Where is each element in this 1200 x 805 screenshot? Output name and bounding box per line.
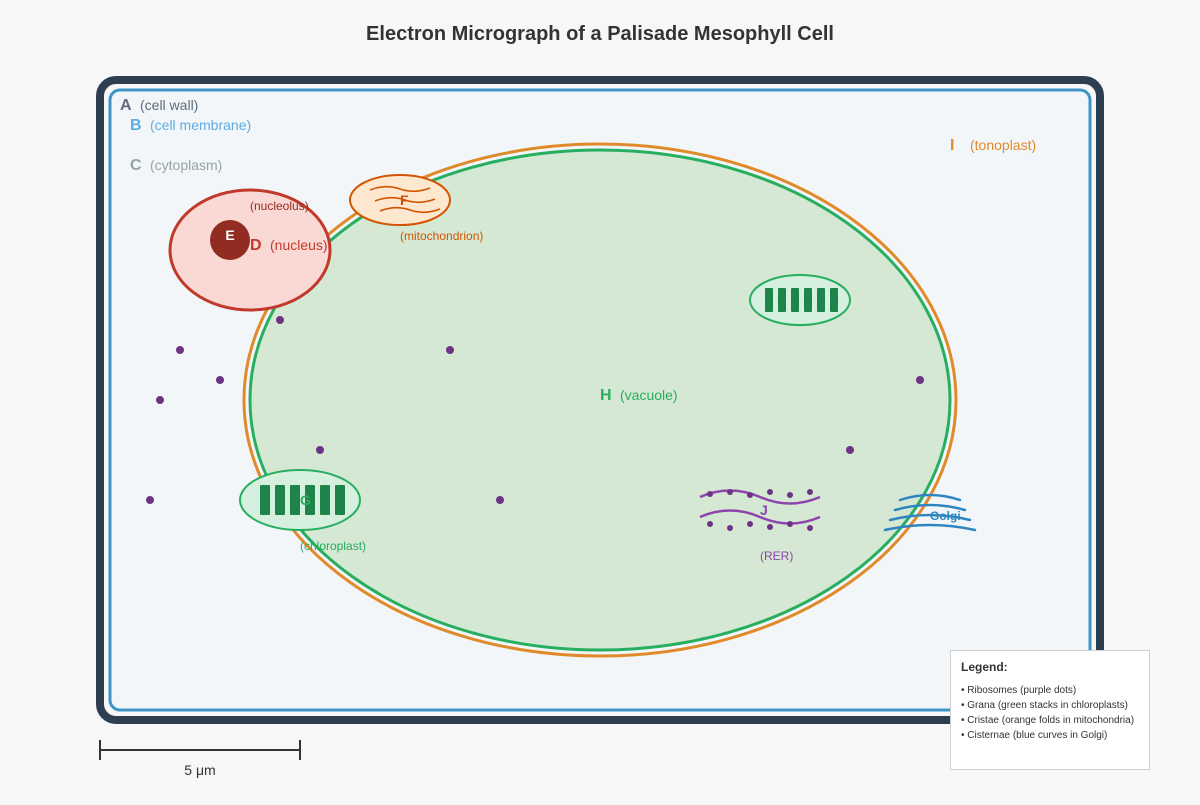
label-i-name: (tonoplast) [970, 137, 1036, 153]
nucleolus [210, 220, 250, 260]
free-ribosomes [146, 316, 924, 504]
label-d-letter: D [250, 237, 262, 254]
scale-bar [99, 740, 301, 760]
label-b-letter: B [130, 117, 142, 134]
label-a-letter: A [120, 97, 132, 114]
legend-box: Legend: • Ribosomes (purple dots) • Gran… [950, 650, 1150, 770]
label-h-name: (vacuole) [620, 387, 678, 403]
chloroplast-grana [260, 485, 345, 515]
label-e-name: (nucleolus) [250, 199, 309, 213]
legend-item-cristae: • Cristae (orange folds in mitochondria) [961, 715, 1135, 726]
legend-item-grana: • Grana (green stacks in chloroplasts) [961, 700, 1128, 711]
rough-er [699, 489, 821, 531]
label-f-name: (mitochondrion) [400, 229, 483, 243]
cell-wall [96, 76, 1104, 724]
legend-item-cisternae: • Cisternae (blue curves in Golgi) [961, 730, 1108, 741]
label-f-letter: F [400, 192, 409, 208]
vacuole [248, 148, 952, 652]
label-d-name: (nucleus) [270, 237, 328, 253]
label-i-letter: I [950, 137, 954, 154]
mitochondrion-cristae [369, 185, 441, 214]
chloroplast-grana [765, 288, 838, 312]
rer-ribosomes [707, 489, 813, 531]
chloroplast-secondary [749, 274, 851, 326]
label-j-name: (RER) [760, 549, 793, 563]
label-a-name: (cell wall) [140, 97, 198, 113]
scale-bar-label: 5 μm [184, 762, 215, 778]
label-c-name: (cytoplasm) [150, 157, 222, 173]
label-golgi: Golgi [930, 509, 961, 523]
label-g-letter: G [300, 492, 311, 508]
label-h-letter: H [600, 387, 612, 404]
legend-title: Legend: [961, 660, 1008, 674]
diagram-title: Electron Micrograph of a Palisade Mesoph… [366, 23, 834, 45]
nucleus [168, 188, 332, 312]
label-e-letter: E [225, 227, 234, 243]
mitochondrion [349, 174, 451, 226]
label-c-letter: C [130, 157, 142, 174]
label-j-letter: J [760, 502, 768, 518]
label-g-name: (chloroplast) [300, 539, 366, 553]
chloroplast [239, 469, 361, 531]
tonoplast [242, 142, 958, 658]
label-b-name: (cell membrane) [150, 117, 251, 133]
golgi-apparatus [883, 493, 977, 532]
legend-item-ribosomes: • Ribosomes (purple dots) [961, 685, 1077, 696]
